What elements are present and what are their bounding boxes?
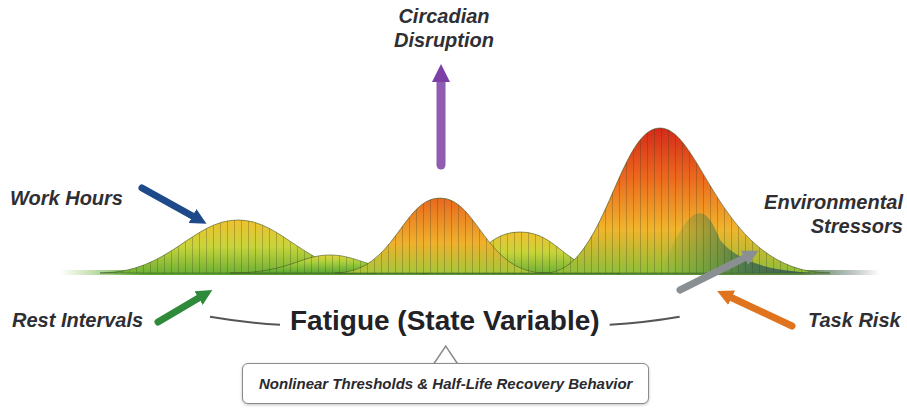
state-variable-label: Fatigue (State Variable)	[290, 304, 600, 338]
callout-box: Nonlinear Thresholds & Half-Life Recover…	[242, 363, 649, 404]
factor-label: Work Hours	[10, 186, 140, 210]
factor-label: Environmental Stressors	[738, 190, 903, 238]
swoosh-line	[610, 317, 680, 325]
factor-label: Circadian Disruption	[369, 4, 519, 52]
factor-label: Task Risk	[808, 308, 903, 332]
swoosh-line	[210, 317, 280, 325]
callout-pointer	[434, 346, 458, 364]
callout-text: Nonlinear Thresholds & Half-Life Recover…	[259, 375, 632, 392]
fatigue-curves	[100, 128, 830, 273]
influence-arrows	[142, 78, 792, 326]
factor-label: Rest Intervals	[12, 308, 162, 332]
